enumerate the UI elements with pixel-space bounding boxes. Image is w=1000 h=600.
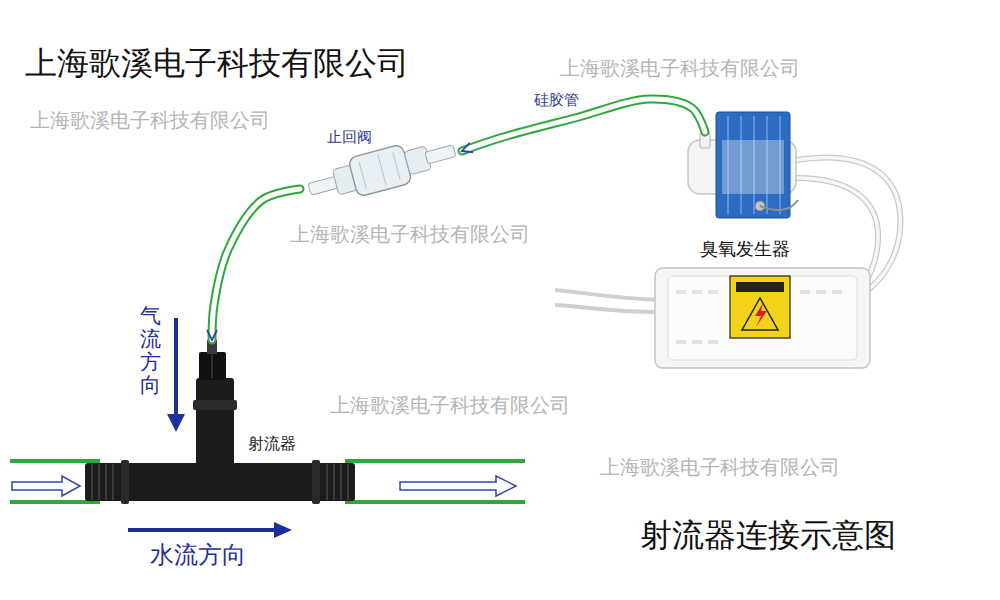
water-pipe	[10, 461, 525, 502]
tube-bore	[212, 189, 300, 340]
diagram-caption: 射流器连接示意图	[640, 516, 896, 554]
tube-wall	[212, 189, 300, 340]
check-valve-node: 止回阀	[300, 126, 462, 206]
water-flow-arrowhead	[274, 522, 292, 538]
pipe-collar	[312, 460, 320, 504]
watermark: 上海歌溪电子科技有限公司	[560, 56, 800, 80]
flow-label: 水流方向	[150, 541, 246, 570]
gas-flow-arrowhead	[167, 414, 185, 432]
watermark: 上海歌溪电子科技有限公司	[330, 393, 570, 417]
component-label: 臭氧发生器	[700, 238, 790, 260]
stem-nut	[199, 352, 226, 380]
pipe-thread	[92, 464, 348, 500]
injector-stem	[196, 378, 234, 468]
silicone-tube	[212, 189, 300, 340]
ground-wire	[760, 200, 798, 210]
tube-bore	[462, 99, 705, 151]
water-inlet-arrow	[12, 476, 80, 496]
pipe-collar	[121, 460, 129, 504]
water-outlet-arrow	[400, 476, 516, 496]
water-flow-arrow	[128, 528, 276, 532]
warning-sticker	[730, 276, 790, 338]
ozone-generator-node: 臭氧发生器	[680, 132, 798, 262]
gas-flow-arrow	[174, 318, 178, 416]
watermark: 上海歌溪电子科技有限公司	[30, 108, 270, 132]
power-box-panel	[668, 276, 857, 360]
power-box	[655, 268, 870, 368]
lightning-symbol	[755, 303, 767, 327]
component-label: 射流器	[248, 434, 296, 453]
tube-glint	[722, 140, 784, 194]
mains-cable	[555, 290, 660, 300]
tube-wall	[462, 99, 705, 151]
heat-sink	[716, 112, 790, 218]
injector-node: 射流器	[190, 340, 310, 458]
stem-ring	[193, 400, 237, 410]
mains-cable	[555, 305, 660, 312]
flow-label: 气流方向	[140, 305, 161, 397]
warning-band	[736, 282, 784, 292]
component-label: 止回阀	[327, 128, 372, 146]
tube-label: 硅胶管	[532, 91, 581, 109]
watermark: 上海歌溪电子科技有限公司	[600, 455, 840, 479]
silicone-tube	[462, 99, 705, 151]
watermark: 上海歌溪电子科技有限公司	[290, 222, 530, 246]
warning-triangle	[742, 298, 778, 330]
nut-edge	[211, 354, 213, 378]
company-title: 上海歌溪电子科技有限公司	[25, 44, 409, 82]
